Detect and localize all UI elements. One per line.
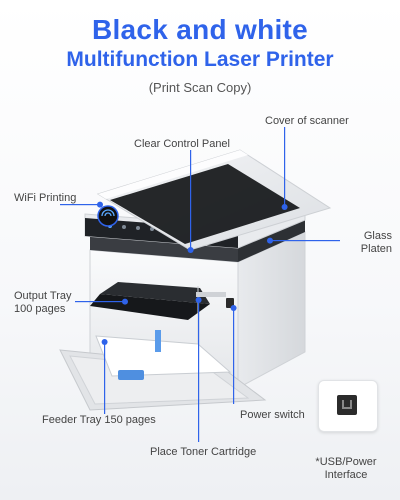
callout-cover-of-scanner: Cover of scanner (265, 115, 349, 127)
callout-glass-platen: Glass Platen (340, 230, 392, 256)
page-subtitle: (Print Scan Copy) (148, 80, 252, 95)
callout-usb-line2: Interface (324, 469, 368, 481)
callout-clear-control-panel: Clear Control Panel (134, 138, 230, 150)
callout-output-tray-line2: 100 pages (14, 303, 66, 315)
callout-glass-platen-line1: Glass (363, 230, 392, 242)
feeder-tray (59, 330, 267, 411)
callout-place-toner-cartridge: Place Toner Cartridge (150, 446, 257, 458)
usb-interface-card (318, 380, 378, 432)
callout-feeder-tray: Feeder Tray 150 pages (42, 414, 156, 426)
output-tray (90, 282, 210, 320)
callout-output-tray-line1: Output Tray (14, 290, 72, 302)
callout-glass-platen-line2: Platen (360, 243, 392, 255)
wifi-icon (97, 205, 119, 227)
scanner-lid (96, 149, 332, 251)
callout-power-switch: Power switch (240, 409, 305, 421)
callout-usb-line1: *USB/Power (315, 456, 377, 468)
page-title-line2: Multifunction Laser Printer (66, 48, 334, 71)
page-title: Black and white (91, 14, 309, 45)
callout-usb-power: *USB/Power Interface (296, 456, 396, 482)
callout-output-tray: Output Tray 100 pages (14, 290, 71, 316)
usb-port-inner (342, 400, 352, 409)
callout-wifi-printing: WiFi Printing (14, 192, 77, 204)
usb-port-icon (337, 395, 357, 415)
